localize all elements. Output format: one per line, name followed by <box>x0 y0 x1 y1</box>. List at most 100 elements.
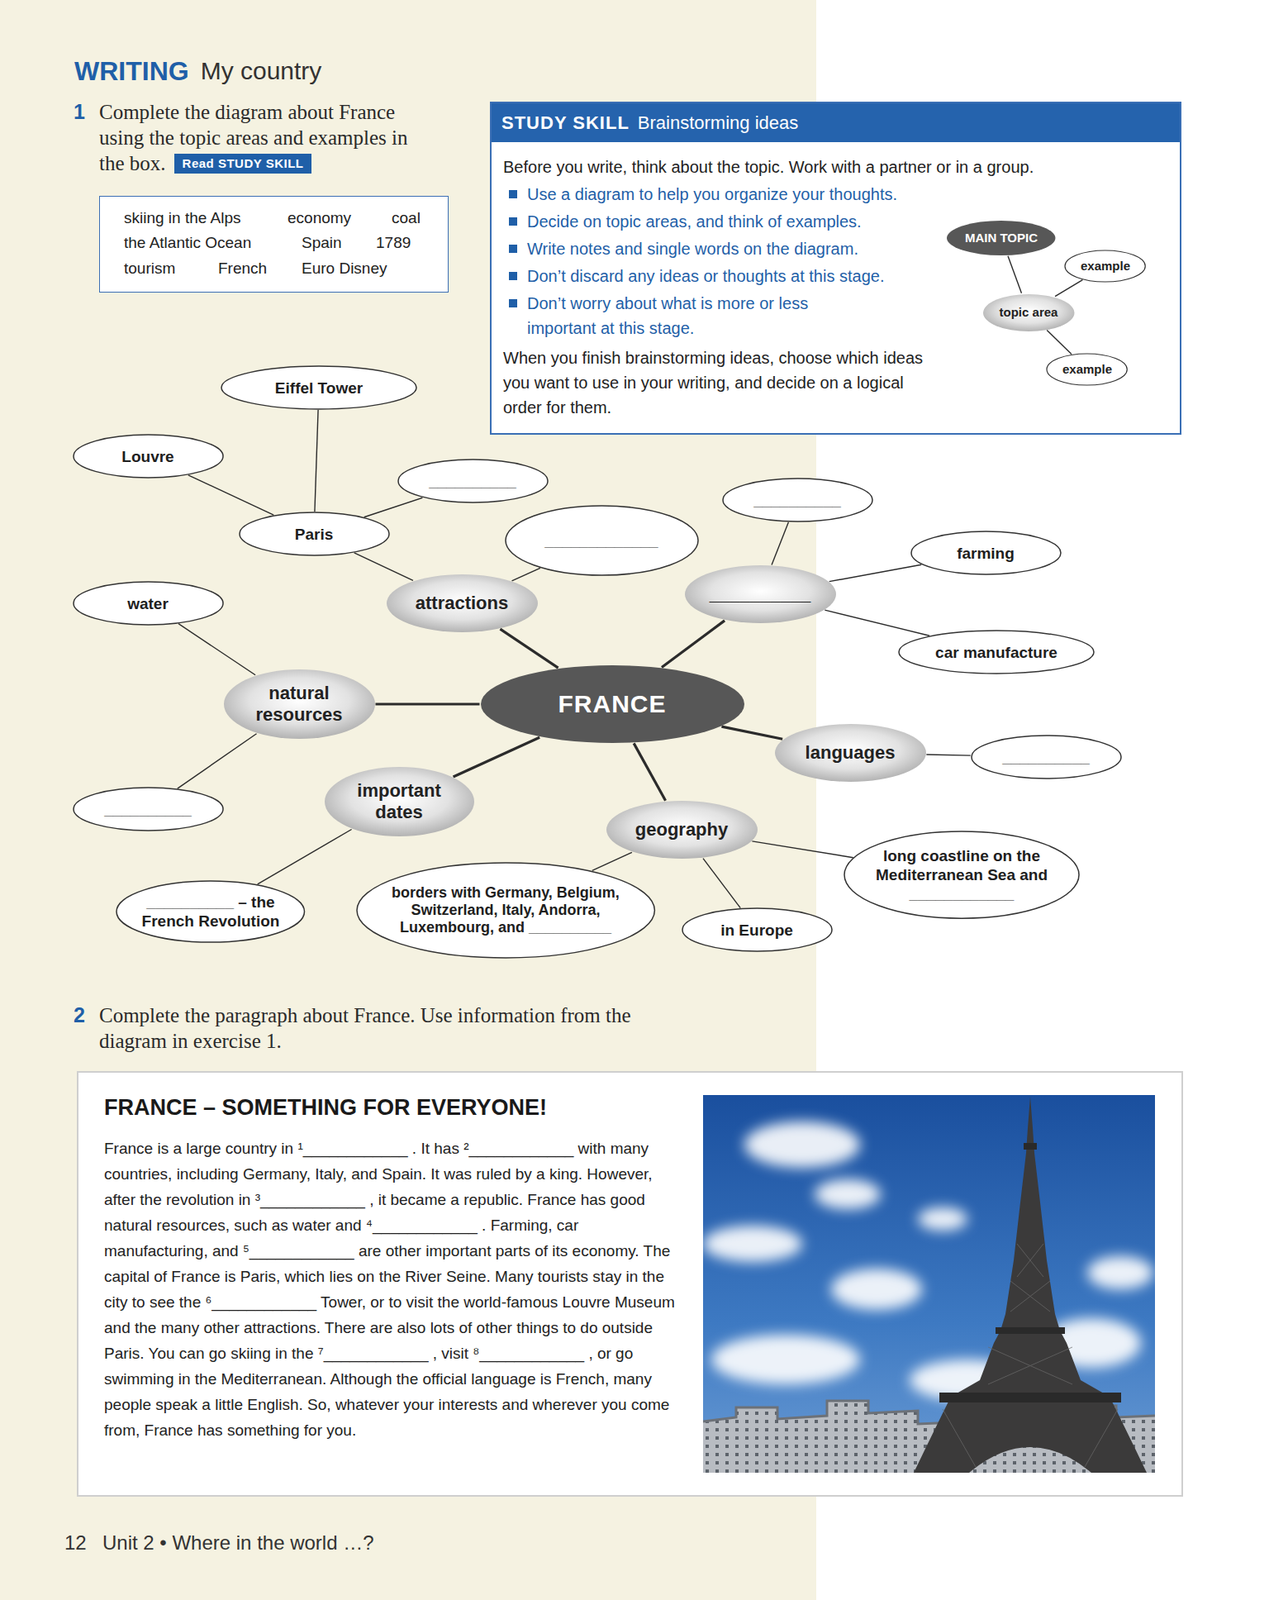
connector-line <box>453 736 541 777</box>
example-oval: __________ <box>397 458 549 504</box>
main-topic-oval: MAIN TOPIC <box>945 219 1056 257</box>
example-oval: borders with Germany, Belgium, Switzerla… <box>356 861 656 959</box>
main-topic-oval: FRANCE <box>480 664 746 744</box>
oval-shape <box>73 787 224 831</box>
oval-label: Eiffel Tower <box>275 378 363 398</box>
oval-shape <box>223 669 376 739</box>
oval-shape <box>971 735 1122 779</box>
word-item: Euro Disney <box>301 259 388 278</box>
connector-line <box>178 623 256 675</box>
study-skill-text: Write notes and single words on the diag… <box>527 236 924 262</box>
connector-line <box>1007 256 1022 294</box>
box-ground <box>489 101 1182 435</box>
connector-line <box>1055 280 1083 297</box>
topic-oval: geography <box>605 799 759 860</box>
study-skill-text: Don’t discard any ideas or thoughts at t… <box>527 263 924 289</box>
example-oval: Paris <box>238 511 390 557</box>
section-heading: WRITING <box>74 55 190 87</box>
connector-line <box>364 497 423 518</box>
example-oval: __________ – the French Revolution <box>115 879 305 943</box>
word-item: tourism <box>123 259 176 278</box>
oval-label: MAIN TOPIC <box>964 230 1038 246</box>
oval-label: long coastline on the Mediterranean Sea … <box>862 846 1061 904</box>
study-skill-box: Before you write, think about the topic.… <box>489 101 1182 435</box>
connector-line <box>1046 330 1072 355</box>
example-oval: Louvre <box>72 433 224 479</box>
header-text: STUDY SKILL <box>501 103 630 143</box>
study-skill-text: When you finish brainstorming ideas, cho… <box>503 345 933 420</box>
topic-oval: topic area <box>982 293 1075 333</box>
oval-shape <box>1046 353 1127 385</box>
oval-label: geography <box>635 818 728 841</box>
oval-label: Paris <box>294 524 333 544</box>
oval-label: FRANCE <box>558 689 667 718</box>
word-item: coal <box>391 209 421 228</box>
word-item: skiing in the Alps <box>123 209 242 228</box>
oval-shape <box>606 800 758 859</box>
oval-shape <box>356 862 655 958</box>
oval-shape <box>398 459 548 503</box>
example-oval: in Europe <box>681 907 833 952</box>
oval-label: water <box>127 594 169 614</box>
blank-line: __________ <box>428 471 517 491</box>
paragraph-text: France is a large country in ¹__________… <box>104 1135 676 1443</box>
oval-shape <box>116 880 305 942</box>
example-oval: __________ <box>72 786 224 832</box>
topic-oval: languages <box>774 722 927 783</box>
oval-shape <box>911 531 1061 575</box>
oval-label: attractions <box>415 592 509 614</box>
oval-shape <box>221 365 417 409</box>
page-footer: Unit 2 • Where in the world …? <box>102 1530 375 1555</box>
page-number: 12 <box>64 1530 87 1555</box>
eiffel-tower-photo <box>703 1094 1155 1473</box>
word-item: 1789 <box>375 233 411 252</box>
oval-shape <box>844 831 1079 918</box>
oval-label: topic area <box>999 304 1059 320</box>
oval-label: languages <box>805 741 896 764</box>
word-item: the Atlantic Ocean <box>123 233 252 252</box>
oval-shape <box>774 723 927 782</box>
oval-shape <box>73 581 224 625</box>
oval-label: important dates <box>345 779 453 823</box>
connector-line <box>512 567 541 580</box>
paragraph-text: FRANCE – SOMETHING FOR EVERYONE! <box>104 1093 683 1121</box>
connector-line <box>829 564 923 581</box>
oval-label: farming <box>956 543 1015 563</box>
oval-shape <box>386 574 538 633</box>
exercise-number: 2 <box>73 1002 86 1028</box>
oval-label: example <box>1062 361 1113 377</box>
connector-line <box>375 702 481 705</box>
box-ground <box>99 195 449 293</box>
exercise-number: 1 <box>73 99 86 125</box>
oval-shape <box>73 434 224 478</box>
connector-line <box>177 733 257 789</box>
oval-shape <box>983 294 1075 332</box>
study-skill-text: Decide on topic areas, and think of exam… <box>527 209 924 234</box>
oval-label: borders with Germany, Belgium, Switzerla… <box>385 884 626 937</box>
header-band: STUDY SKILLBrainstorming ideas <box>491 103 1180 143</box>
oval-shape <box>684 565 837 623</box>
paragraph-box: FRANCE – SOMETHING FOR EVERYONE! France i… <box>76 1070 1184 1497</box>
blank-line: __________ <box>753 490 842 510</box>
connector-line <box>926 754 970 756</box>
study-skill-badge: Read STUDY SKILL <box>174 153 313 174</box>
oval-shape <box>1064 250 1146 282</box>
box-ground <box>76 1070 1184 1497</box>
example-oval: example <box>1064 249 1146 283</box>
connector-line <box>592 851 633 870</box>
example-oval: __________ <box>722 477 874 523</box>
connector-line <box>257 828 352 884</box>
blank-line: __________ <box>709 583 811 605</box>
example-oval: water <box>72 580 224 626</box>
topic-oval: natural resources <box>223 668 376 740</box>
example-oval: car manufacture <box>898 629 1095 675</box>
word-item: economy <box>287 209 352 228</box>
connector-line <box>721 726 783 739</box>
oval-label: in Europe <box>720 920 794 940</box>
oval-label: car manufacture <box>935 642 1058 662</box>
example-oval: long coastline on the Mediterranean Sea … <box>843 830 1080 919</box>
example-oval: __________ <box>970 734 1122 780</box>
header-text: Brainstorming ideas <box>637 103 799 143</box>
connector-line <box>354 552 414 580</box>
